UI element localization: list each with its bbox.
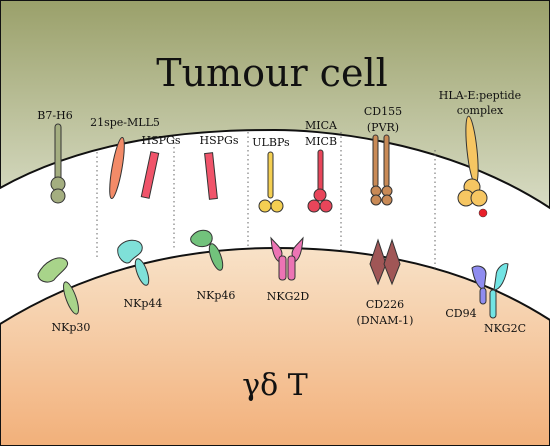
mica-domain [307, 199, 321, 213]
ulbps-domain [270, 199, 284, 213]
nkg2c-head [493, 263, 509, 291]
nkg2d-stalk [287, 255, 296, 281]
cd94-stalk [479, 287, 487, 305]
cd155-stalk [372, 134, 379, 188]
mll5-body [109, 136, 125, 200]
label-cd94: CD94 [445, 307, 476, 320]
ligand-ulbps [258, 151, 284, 213]
ligand-mica-micb [307, 149, 333, 213]
label-hspgs-2: HSPGs [200, 134, 239, 147]
nkg2c-stalk [489, 289, 497, 319]
receptor-cd226 [369, 238, 401, 286]
cd155-domain [370, 194, 382, 206]
b7-h6-domain [50, 188, 66, 204]
nkp46-head [190, 229, 213, 248]
nkp30-stalk [63, 281, 79, 315]
cd226-domain [383, 238, 401, 286]
nkp30-head [37, 257, 68, 283]
t-cell-body [0, 246, 550, 446]
cd226-domain [369, 238, 387, 286]
label-nkg2d: NKG2D [267, 290, 310, 303]
nkp44-stalk [134, 258, 150, 286]
label-mica: MICA [305, 119, 338, 132]
hla-e-domain [470, 189, 488, 207]
ligand-hspgs-1 [140, 151, 160, 199]
label-pvr: (PVR) [367, 121, 399, 134]
ligand-21spe-mll5 [109, 136, 125, 200]
mica-domain [313, 188, 327, 202]
label-micb: MICB [305, 135, 337, 148]
receptor-nkp30 [37, 257, 79, 315]
nkg2d-stalk [278, 255, 287, 281]
label-dnam-1: (DNAM-1) [357, 314, 414, 327]
ulbps-stalk [267, 151, 274, 199]
cd155-stalk [383, 134, 390, 188]
ligand-hla-e-complex [457, 115, 488, 218]
label-cd226: CD226 [366, 298, 404, 311]
label-hspgs-1: HSPGs [142, 134, 181, 147]
receptor-nkg2d [270, 236, 304, 281]
label-ulbps: ULBPs [252, 136, 290, 149]
receptor-nkp44 [117, 239, 150, 286]
hspgs-1-body [140, 151, 160, 199]
hspgs-2-body [204, 152, 218, 200]
column-separators [96, 132, 436, 270]
ligand-b7-h6 [50, 123, 66, 204]
nkp44-head [117, 239, 143, 264]
label-nkp30: NKp30 [52, 321, 91, 334]
ulbps-domain [258, 199, 272, 213]
peptide-dot [478, 208, 488, 218]
label-nkp44: NKp44 [124, 297, 163, 310]
mica-domain [319, 199, 333, 213]
label-hla-e-complex: complex [457, 104, 504, 117]
receptor-nkp46 [190, 229, 224, 271]
cd155-domain [381, 194, 393, 206]
mica-stalk [317, 149, 324, 193]
b7-h6-stalk [54, 123, 62, 181]
label-cd155: CD155 [364, 105, 402, 118]
label-nkp46: NKp46 [197, 289, 236, 302]
tumour-cell-title: Tumour cell [156, 51, 388, 95]
receptor-cd94-nkg2c [471, 263, 509, 319]
ligand-hspgs-2 [204, 152, 218, 200]
label-nkg2c: NKG2C [484, 322, 526, 335]
ligand-cd155 [370, 134, 393, 206]
label-b7-h6: B7-H6 [37, 109, 72, 122]
t-cell-title: γδ T [242, 368, 308, 403]
cd94-head [471, 265, 487, 291]
label-hla-e-peptide: HLA-E:peptide [439, 89, 521, 102]
nkp46-stalk [208, 243, 224, 271]
label-21spe-mll5: 21spe-MLL5 [90, 116, 160, 129]
